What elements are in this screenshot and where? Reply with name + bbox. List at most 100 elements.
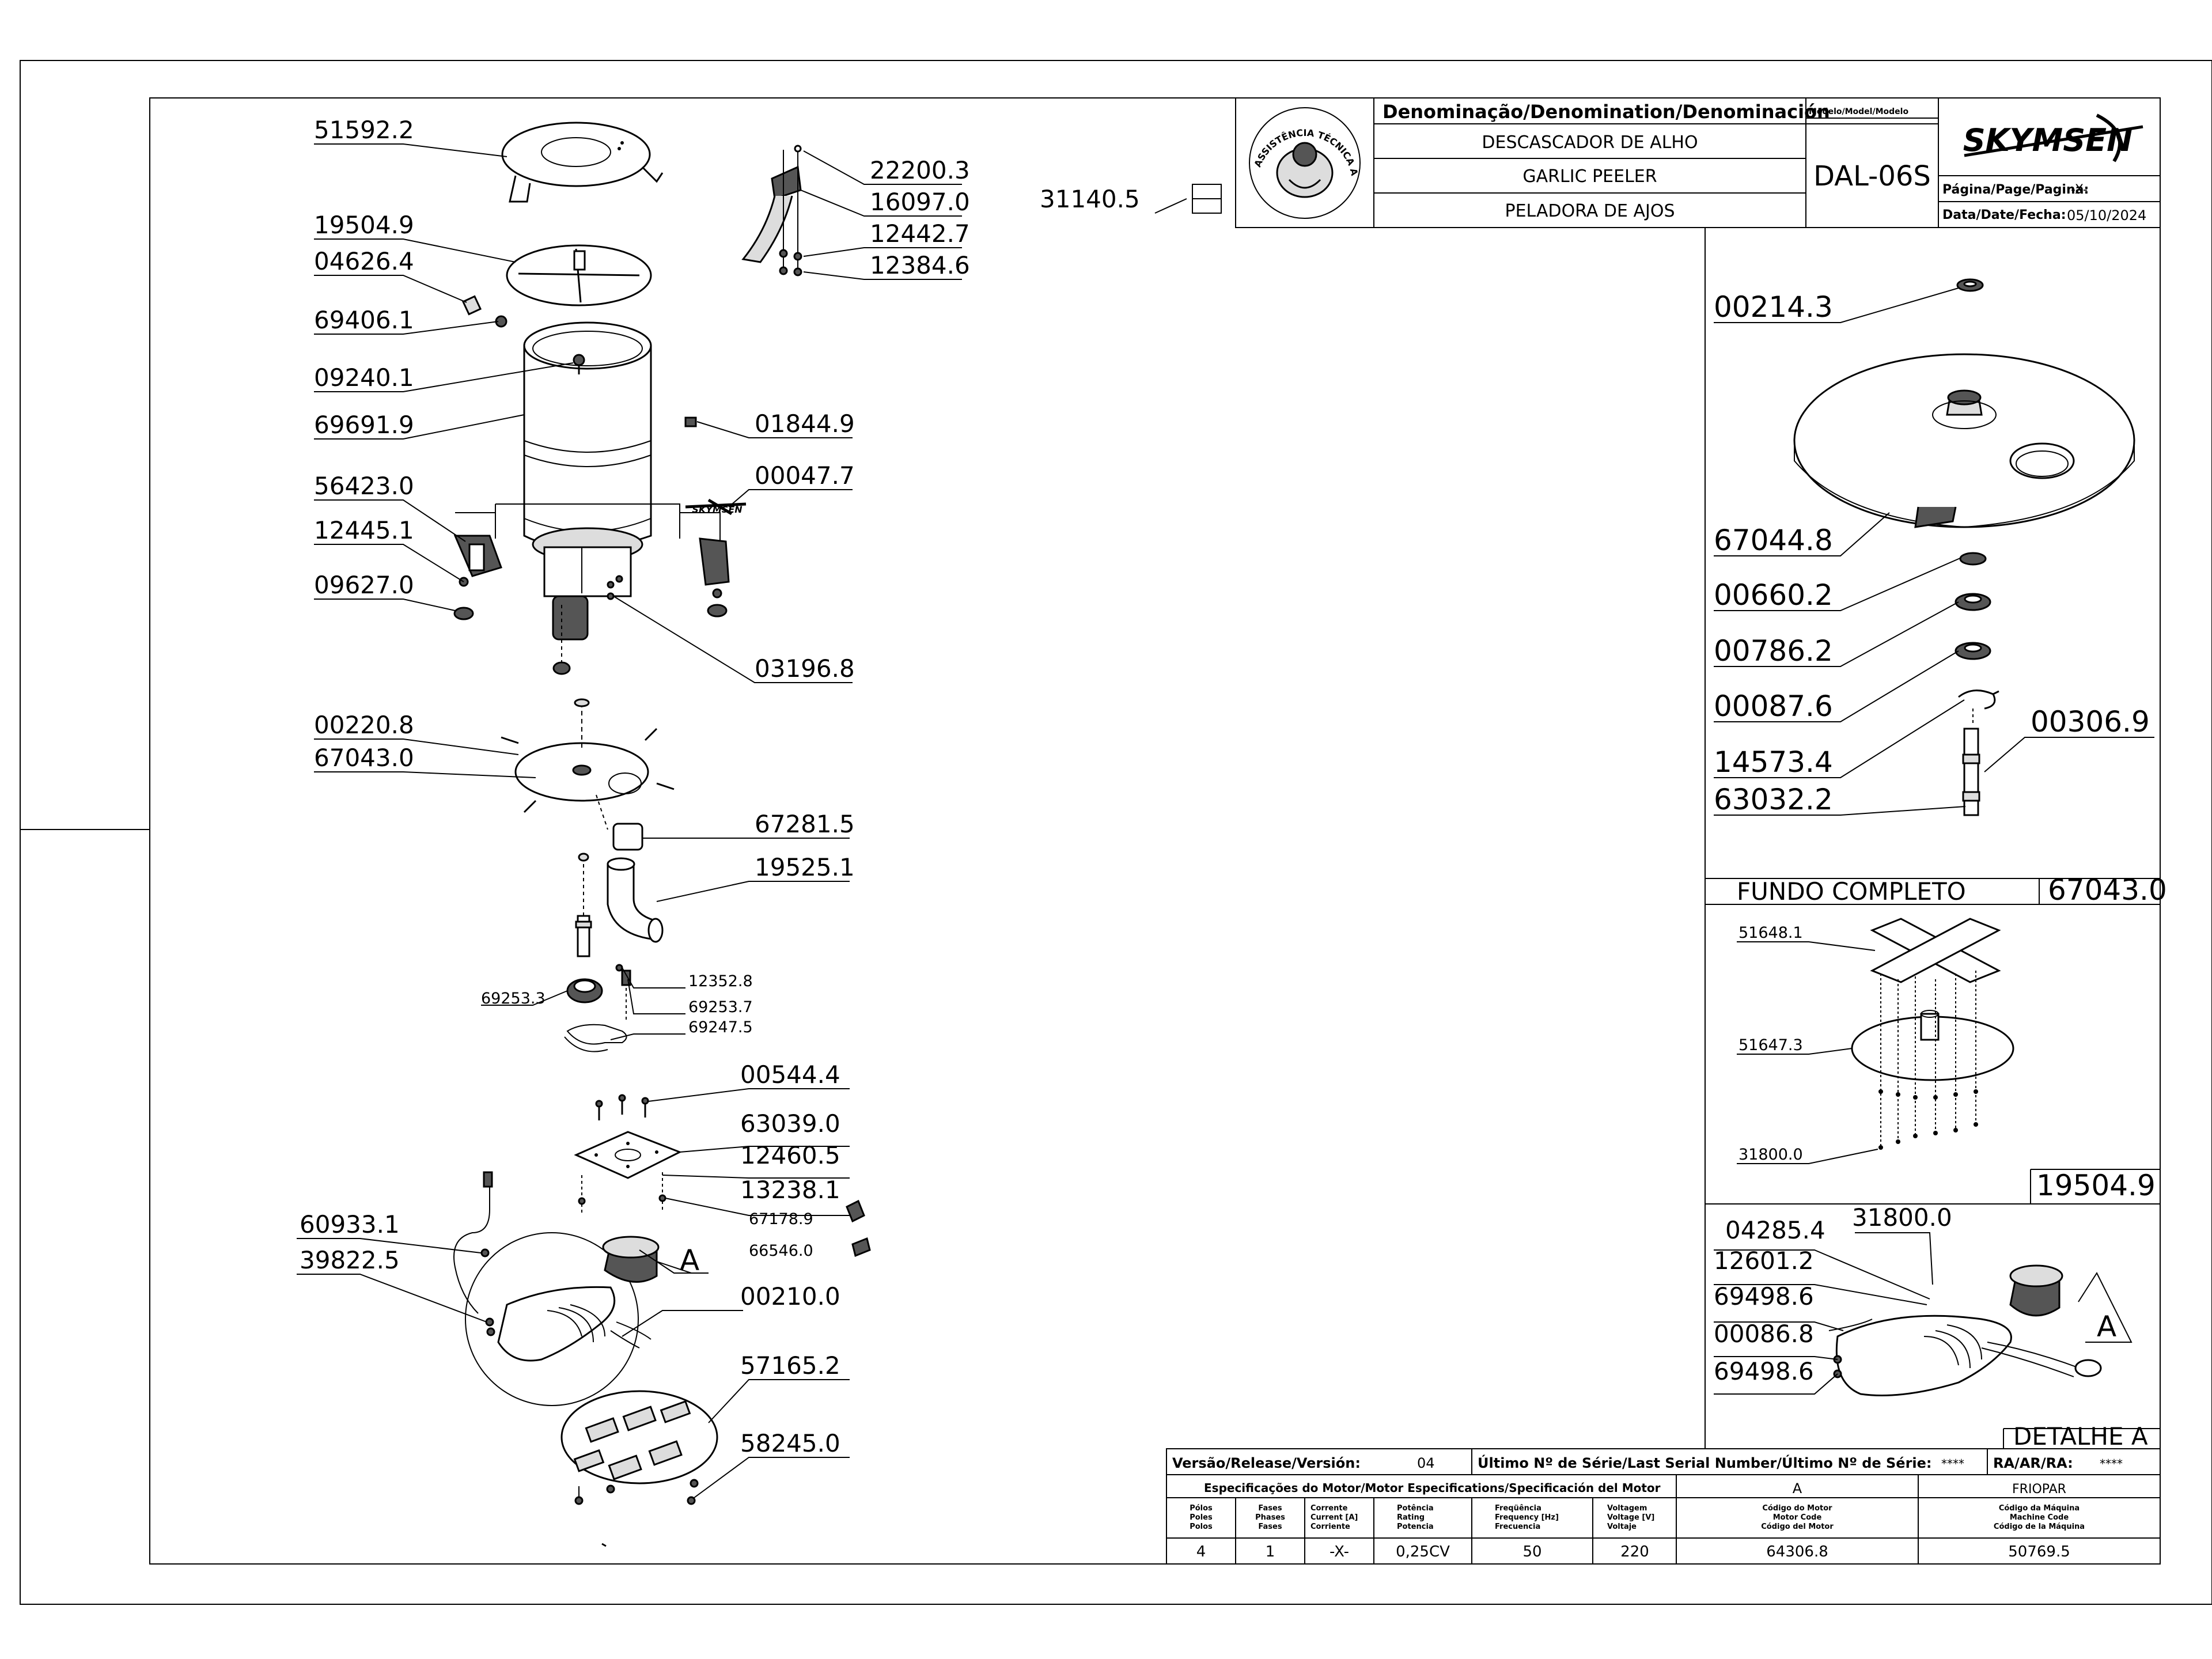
part-label: 39822.5: [300, 1246, 400, 1274]
part-label: 57165.2: [740, 1351, 840, 1380]
date-value: 05/10/2024: [2067, 207, 2146, 224]
spec-value-frequency: 50: [1522, 1543, 1541, 1560]
section-title: FUNDO COMPLETO: [1737, 877, 1966, 906]
spec-header-current: Corrente Current [A] Corriente: [1310, 1504, 1358, 1531]
section-title: DETALHE A: [2013, 1422, 2148, 1450]
part-label: 14573.4: [1714, 745, 1833, 779]
motor-variant: A: [1793, 1480, 1802, 1497]
part-label: 69498.6: [1714, 1357, 1814, 1385]
part-label: 69253.3: [481, 990, 546, 1007]
part-label: 09627.0: [314, 571, 414, 599]
part-label: 01844.9: [755, 410, 855, 438]
date-label: Data/Date/Fecha:: [1942, 208, 2066, 222]
part-label: 00086.8: [1714, 1320, 1814, 1348]
svg-text:Voltagem: Voltagem: [1607, 1504, 1647, 1513]
spec-header-phases: Fases Phases Fases: [1255, 1504, 1285, 1531]
part-label: 16097.0: [870, 188, 970, 216]
svg-text:Current [A]: Current [A]: [1310, 1513, 1358, 1522]
denomination-header: Denominação/Denomination/Denominación: [1382, 101, 1830, 123]
part-label: 58245.0: [740, 1429, 840, 1457]
spec-header-voltage: Voltagem Voltage [V] Voltaje: [1607, 1504, 1654, 1531]
part-label: 63032.2: [1714, 783, 1833, 816]
svg-text:Corriente: Corriente: [1310, 1522, 1350, 1531]
motor-assembly: [453, 1171, 692, 1406]
callout-letter: A: [680, 1244, 699, 1277]
leader-lines: [297, 143, 2154, 1498]
part-label: 19504.9: [314, 211, 414, 239]
part-label: 12442.7: [870, 219, 970, 248]
part-label: 00047.7: [755, 461, 855, 490]
svg-text:Machine Code: Machine Code: [2010, 1513, 2069, 1522]
part-label: 67043.0: [314, 744, 414, 772]
part-label: 00786.2: [1714, 634, 1833, 668]
panel-fundo-completo: [1705, 228, 2160, 1449]
paddle-assembly: [741, 145, 802, 276]
svg-text:Frequency [Hz]: Frequency [Hz]: [1495, 1513, 1559, 1522]
part-label: 04285.4: [1725, 1216, 1825, 1244]
part-label: 66546.0: [749, 1242, 813, 1260]
svg-text:Frecuencia: Frecuencia: [1495, 1522, 1540, 1531]
authorized-service-seal: ASSISTÊNCIA TÉCNICA AUTORIZADA: [0, 0, 1361, 219]
part-label: 00306.9: [2031, 705, 2150, 738]
svg-text:Código del Motor: Código del Motor: [1761, 1522, 1834, 1531]
part-label: 67044.8: [1714, 524, 1833, 557]
svg-text:Rating: Rating: [1397, 1513, 1425, 1522]
ra-value: ****: [2100, 1457, 2123, 1471]
part-label: 67178.9: [749, 1210, 813, 1228]
svg-text:Potencia: Potencia: [1397, 1522, 1434, 1531]
part-label: 00544.4: [740, 1060, 840, 1089]
part-label: 12445.1: [314, 516, 414, 544]
part-label: 00660.2: [1714, 578, 1833, 612]
part-label: 51647.3: [1738, 1036, 1803, 1054]
spec-header-rating: Potência Rating Potencia: [1397, 1504, 1434, 1531]
part-label: 04626.4: [314, 247, 414, 275]
part-label: 69498.6: [1714, 1282, 1814, 1310]
svg-text:Motor Code: Motor Code: [1773, 1513, 1822, 1522]
part-label: 13238.1: [740, 1176, 840, 1204]
part-label: 51592.2: [314, 116, 414, 144]
ra-label: RA/AR/RA:: [1993, 1455, 2073, 1471]
part-label: 00210.0: [740, 1282, 840, 1310]
spec-value-rating: 0,25CV: [1396, 1543, 1450, 1560]
spec-header-poles: Pólos Poles Polos: [1190, 1504, 1213, 1531]
svg-text:Fases: Fases: [1258, 1504, 1282, 1513]
section-code: 19504.9: [2036, 1169, 2156, 1202]
outer-frame: [20, 60, 2212, 1605]
svg-text:ASSISTÊNCIA TÉCNICA AUTORIZADA: ASSISTÊNCIA TÉCNICA AUTORIZADA: [0, 0, 1360, 177]
svg-text:Potência: Potência: [1397, 1504, 1434, 1513]
seal-text: ASSISTÊNCIA TÉCNICA AUTORIZADA: [0, 0, 1360, 177]
svg-text:Código do Motor: Código do Motor: [1762, 1504, 1832, 1513]
spec-header-motor-code: Código do Motor Motor Code Código del Mo…: [1761, 1504, 1834, 1531]
part-label: 69253.7: [688, 998, 753, 1016]
model-code: DAL-06S: [1813, 160, 1931, 192]
panel-disc-assembly: [1705, 918, 2160, 1205]
part-label: 09240.1: [314, 363, 414, 392]
part-label: 69247.5: [688, 1018, 753, 1036]
part-labels: 51592.2 19504.9 04626.4 69406.1 09240.1 …: [300, 116, 2167, 1457]
inner-frame: [149, 97, 2161, 1565]
spec-header-frequency: Freqüência Frequency [Hz] Frecuencia: [1495, 1504, 1559, 1531]
part-label: 56423.0: [314, 472, 414, 500]
spec-value-current: -X-: [1330, 1543, 1349, 1560]
part-label: 63039.0: [740, 1109, 840, 1138]
svg-text:Código da Máquina: Código da Máquina: [1999, 1504, 2080, 1513]
part-label: 60933.1: [300, 1210, 400, 1238]
part-label: 12601.2: [1714, 1247, 1814, 1275]
model-header: Modelo/Model/Modelo: [1809, 107, 1908, 116]
pulley-belt-assembly: [564, 964, 631, 1052]
part-label: 12460.5: [740, 1141, 840, 1169]
part-label: 67281.5: [755, 810, 855, 838]
part-label: 31800.0: [1738, 1146, 1803, 1164]
svg-text:Voltaje: Voltaje: [1607, 1522, 1637, 1531]
spec-header-machine-code: Código da Máquina Machine Code Código de…: [1994, 1504, 2085, 1531]
part-label: 22200.3: [870, 156, 970, 184]
svg-text:Código de la Máquina: Código de la Máquina: [1994, 1522, 2085, 1531]
page-label: Página/Page/Pagina:: [1942, 183, 2089, 197]
spec-value-phases: 1: [1266, 1543, 1275, 1560]
brand-logo: SKYMSEN: [1963, 113, 2143, 162]
svg-text:Poles: Poles: [1190, 1513, 1213, 1522]
name-es: PELADORA DE AJOS: [1505, 201, 1675, 221]
spec-value-poles: 4: [1196, 1543, 1206, 1560]
page-value: -X-: [2071, 183, 2088, 197]
